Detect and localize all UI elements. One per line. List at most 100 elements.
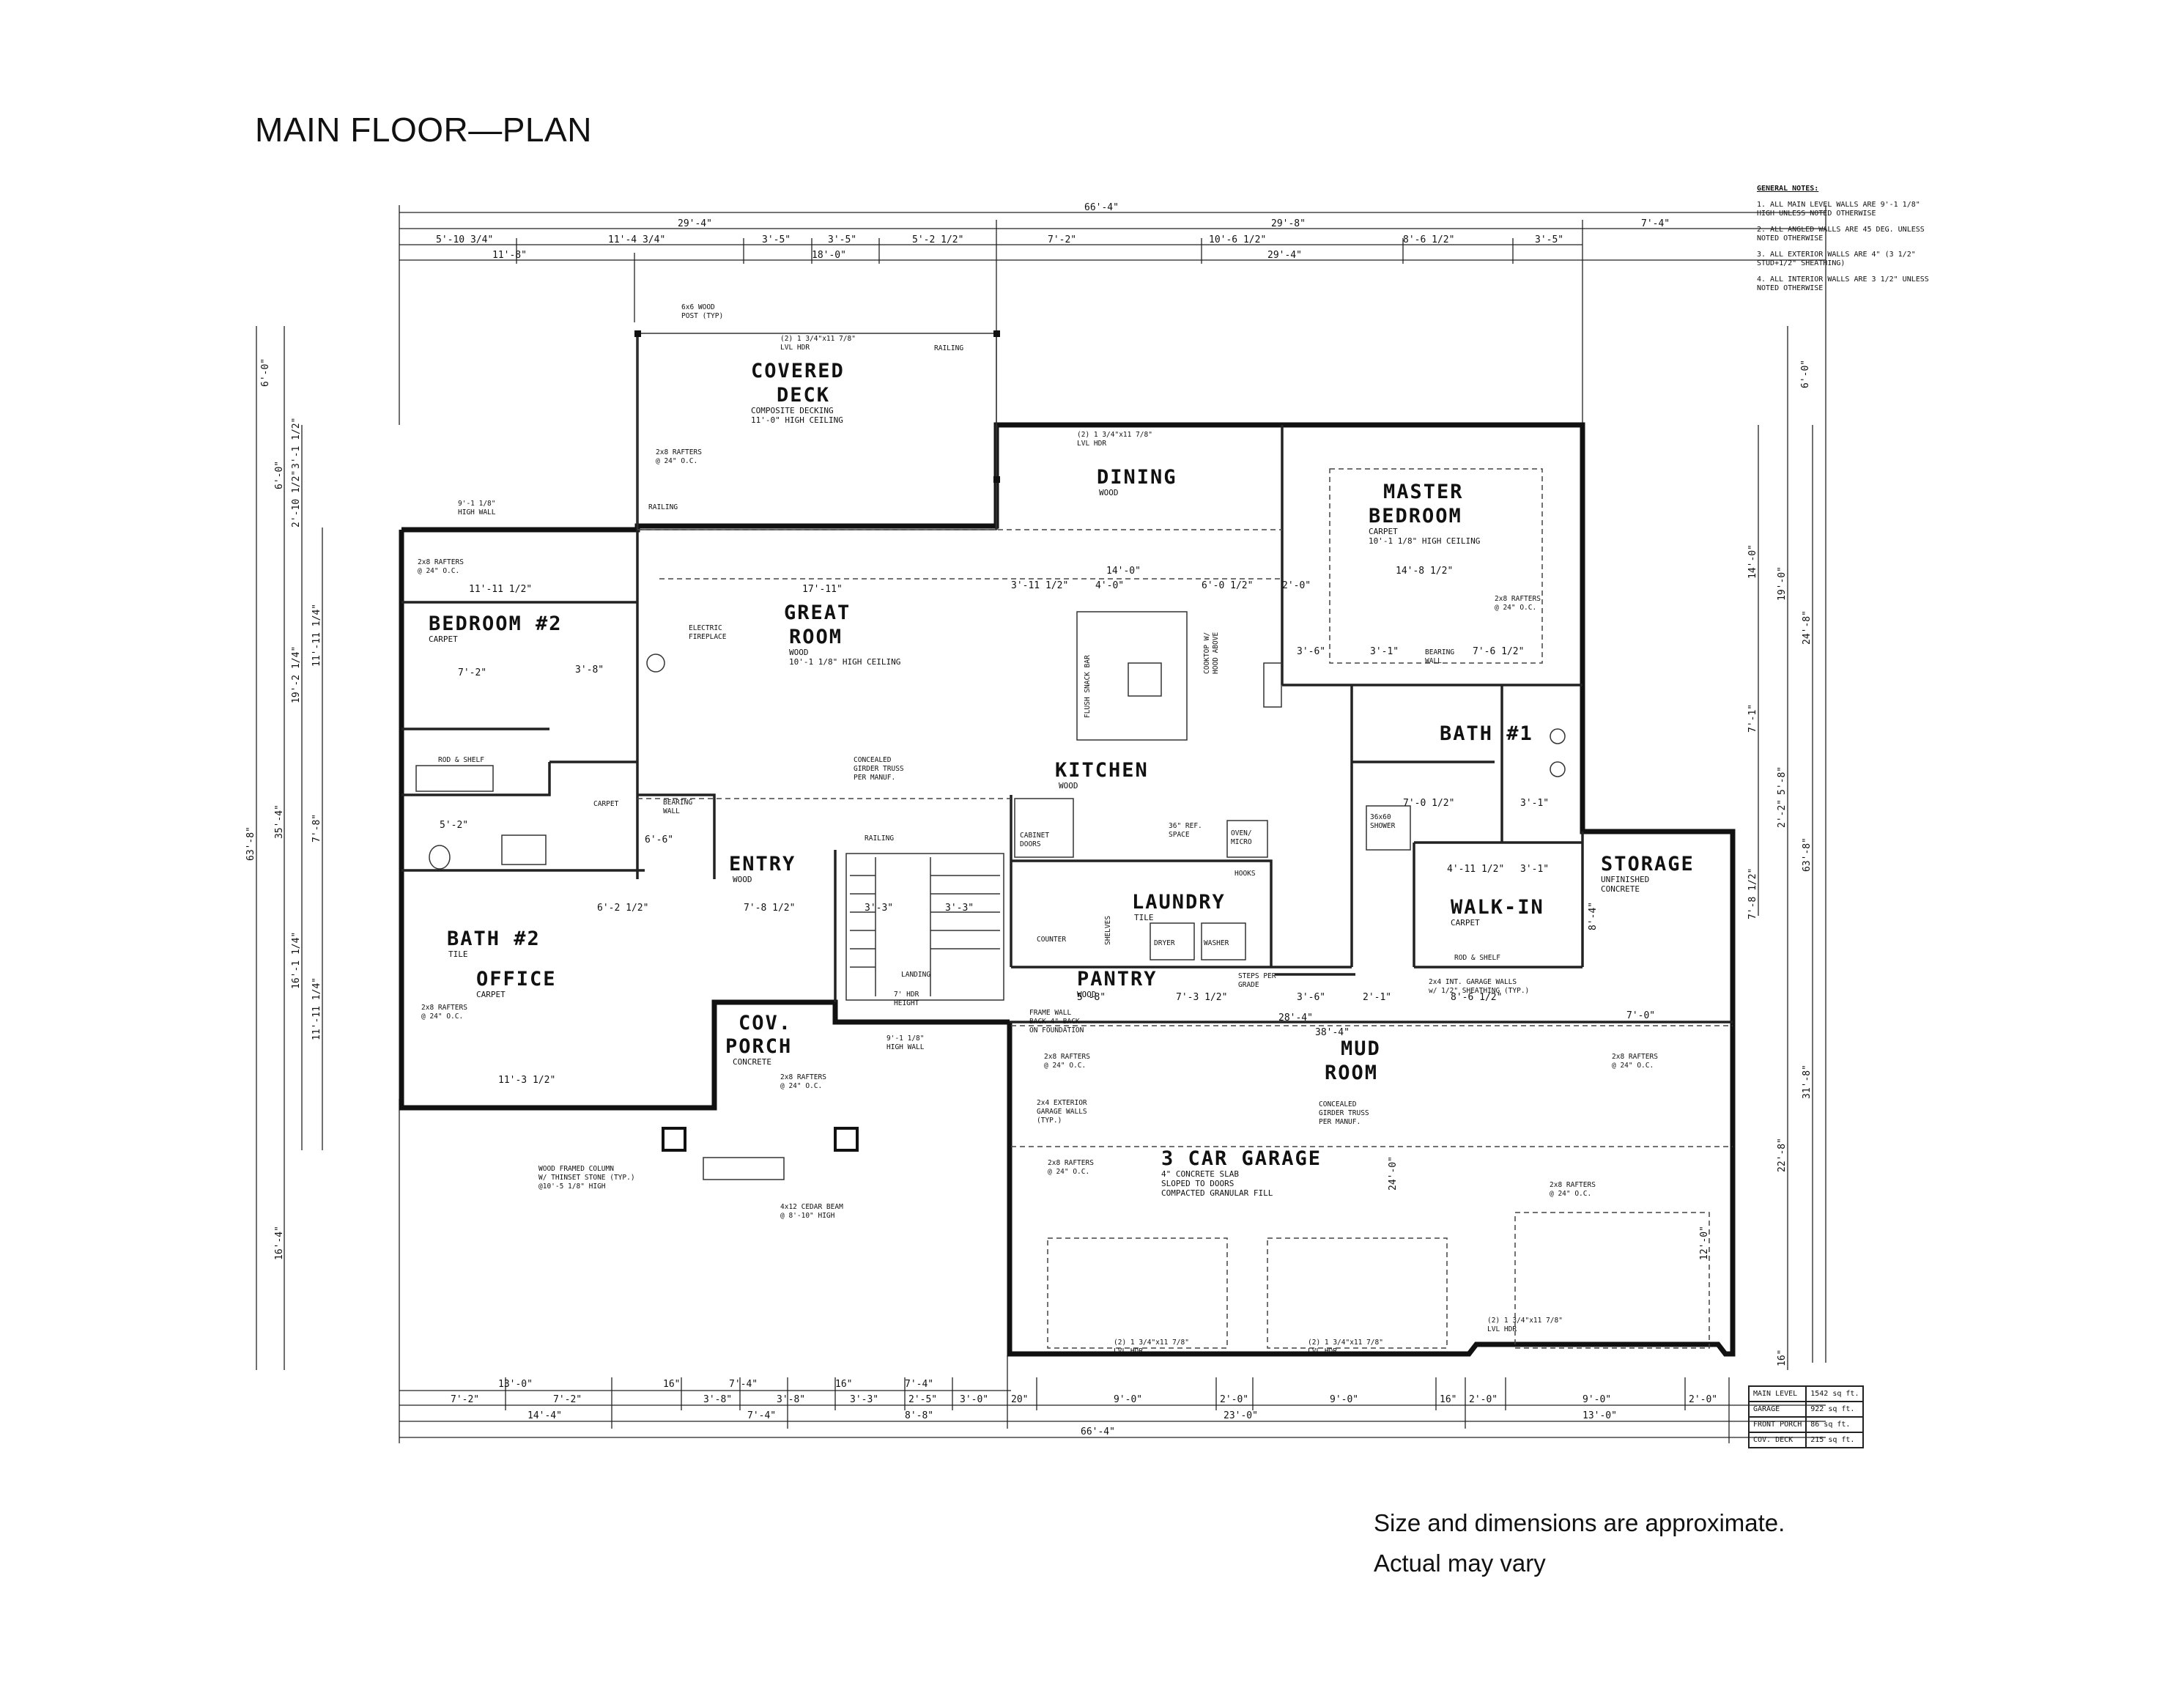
room-walk-in: WALK-IN	[1451, 896, 1544, 919]
dim-b1: 7'-0 1/2"	[1403, 798, 1454, 809]
room-storage: STORAGE	[1601, 853, 1695, 876]
dim-storage-w: 7'-0"	[1626, 1010, 1655, 1021]
note-shower-2: SHOWER	[1370, 822, 1396, 830]
room-master-sub-1: CARPET	[1369, 527, 1398, 536]
room-bath2: BATH #2	[447, 928, 541, 950]
area-value: 86 sq ft.	[1805, 1416, 1865, 1433]
dim-left-9: 16'-1 1/4"	[291, 932, 302, 989]
dim-right-8: 7'-8 1/2"	[1747, 868, 1758, 919]
note-oven-1: OVEN/	[1231, 829, 1252, 837]
note-girder-2: GIRDER TRUSS	[854, 765, 904, 773]
note-garage-walls-2: w/ 1/2" SHEATHING (TYP.)	[1429, 987, 1529, 995]
dim-left-6: 7'-8"	[311, 814, 322, 843]
area-label: MAIN LEVEL	[1747, 1385, 1807, 1402]
dim-left-2: 3'-1 1/2"	[291, 418, 302, 469]
dim-right-2: 19'-0"	[1777, 566, 1788, 601]
note-oc-porch: @ 24" O.C.	[780, 1082, 822, 1090]
area-label: GARAGE	[1747, 1401, 1807, 1418]
room-pantry-sub: WOOD	[1077, 990, 1097, 999]
dim-bot-r1-3: 16"	[835, 1379, 852, 1390]
dim-entry-w: 7'-8 1/2"	[744, 903, 795, 914]
dim-top-r3-1: 18'-0"	[812, 250, 846, 261]
table-row: FRONT PORCH 86 sq ft.	[1747, 1416, 1865, 1433]
fixtures	[415, 611, 1566, 1180]
dim-right-1: 14'-0"	[1747, 544, 1758, 579]
dim-garage-d: 24'-0"	[1388, 1156, 1399, 1191]
dim-left-8: 63'-8"	[245, 826, 256, 861]
note-landing: LANDING	[901, 971, 930, 979]
room-office: OFFICE	[476, 968, 557, 991]
dim-great-w: 17'-11"	[802, 584, 843, 595]
general-notes: GENERAL NOTES: 1. ALL MAIN LEVEL WALLS A…	[1757, 185, 1929, 300]
note-space-1: 36" REF.	[1169, 822, 1202, 830]
dim-top-r1-0: 29'-4"	[678, 218, 712, 229]
room-mud-1: MUD	[1341, 1037, 1381, 1060]
note-rafters-office: 2x8 RAFTERS	[421, 1004, 467, 1012]
note-girder-3: PER MANUF.	[854, 774, 895, 782]
note-frame-1: FRAME WALL	[1029, 1009, 1071, 1017]
dim-top-r1-2: 7'-4"	[1641, 218, 1670, 229]
room-kitchen: KITCHEN	[1055, 759, 1149, 782]
dim-e3: 6'-2 1/2"	[597, 903, 648, 914]
room-master-1: MASTER	[1383, 481, 1464, 503]
dim-top-r2-0: 5'-10 3/4"	[436, 234, 493, 245]
note-space-2: SPACE	[1169, 831, 1190, 839]
note-rafters-master: 2x8 RAFTERS	[1495, 595, 1541, 603]
note-deck-lvl-1: (2) 1 3/4"x11 7/8"	[780, 335, 856, 343]
page-title: MAIN FLOOR—PLAN	[255, 111, 592, 149]
dim-p2: 3'-6"	[1297, 992, 1325, 1003]
dim-bot-r2-1: 7'-2"	[553, 1394, 582, 1405]
note-fireplace-1: ELECTRIC	[689, 624, 722, 632]
dim-bed-a: 7'-2"	[458, 667, 486, 678]
note-rafters-bed: 2x8 RAFTERS	[418, 558, 464, 566]
dim-top-r2-1: 11'-4 3/4"	[608, 234, 665, 245]
interior-dimensions: 17'-11" 11'-11 1/2" 14'-0" 14'-8 1/2" 11…	[440, 566, 1655, 1191]
note-rafters-garage-e: 2x8 RAFTERS	[1550, 1181, 1596, 1189]
room-bedroom2-sub: CARPET	[429, 634, 458, 644]
note-bearing-m1: BEARING	[1425, 648, 1454, 656]
room-bedroom2: BEDROOM #2	[429, 612, 563, 635]
dim-top-r3-2: 29'-4"	[1267, 250, 1302, 261]
table-row: GARAGE 922 sq ft.	[1747, 1401, 1865, 1418]
room-cov-porch-1: COV.	[739, 1012, 792, 1034]
note-ext-garage-1: 2x4 EXTERIOR	[1037, 1099, 1087, 1107]
note-highwall-1: 9'-1 1/8"	[458, 500, 495, 508]
room-entry: ENTRY	[729, 853, 796, 876]
room-bath1: BATH #1	[1440, 722, 1533, 745]
note-railing-deck: RAILING	[934, 344, 963, 352]
note-girder-g3: PER MANUF.	[1319, 1118, 1361, 1126]
room-dining: DINING	[1097, 466, 1177, 489]
room-covered-deck-1: COVERED	[751, 360, 845, 382]
note-snack-bar: FLUSH SNACK BAR	[1084, 655, 1092, 718]
dim-top-r2-4: 5'-2 1/2"	[912, 234, 963, 245]
room-storage-sub-1: UNFINISHED	[1601, 875, 1649, 884]
note-column-2: W/ THINSET STONE (TYP.)	[538, 1174, 635, 1182]
bottom-dimensions: 13'-0" 16" 7'-4" 16" 7'-4" 7'-2" 7'-2" 3…	[399, 1099, 1826, 1443]
dim-e1: 6'-6"	[645, 834, 673, 845]
area-value: 1542 sq ft.	[1805, 1385, 1865, 1402]
dim-top-r2-6: 10'-6 1/2"	[1209, 234, 1266, 245]
room-great-sub-1: WOOD	[789, 648, 809, 657]
note-rafters-porch: 2x8 RAFTERS	[780, 1073, 826, 1081]
note-ext-garage-3: (TYP.)	[1037, 1117, 1062, 1125]
note-rod-shelf-bed: ROD & SHELF	[438, 756, 484, 764]
dim-p1: 5'-8"	[1077, 992, 1106, 1003]
note-rafters-mud: 2x8 RAFTERS	[1044, 1053, 1090, 1061]
left-dimensions: 6'-0" 6'-0" 3'-1 1/2" 2'-10 1/2" 11'-11 …	[245, 326, 323, 1370]
note-garage-lvl2-2: LVL HDR	[1308, 1347, 1337, 1355]
note-garage-lvl3-2: LVL HDR	[1487, 1325, 1517, 1333]
dim-bot-r1-2: 7'-4"	[729, 1379, 758, 1390]
dim-e2: 5'-2"	[440, 820, 468, 831]
dim-top-r3-0: 11'-8"	[492, 250, 527, 261]
disclaimer-line-1: Size and dimensions are approximate.	[1374, 1509, 1785, 1536]
note-counter: COUNTER	[1037, 936, 1066, 944]
note-bearing-2: WALL	[663, 807, 680, 815]
dim-bot-r2-12: 2'-0"	[1469, 1394, 1498, 1405]
dim-right-3: 24'-8"	[1802, 610, 1813, 645]
note-highwall-2: HIGH WALL	[458, 508, 496, 517]
note-garage-lvl-2: LVL HDR	[1114, 1347, 1143, 1355]
room-master-sub-2: 10'-1 1/8" HIGH CEILING	[1369, 536, 1480, 546]
dim-kitchen-w: 14'-0"	[1106, 566, 1141, 577]
note-garage-lvl3-1: (2) 1 3/4"x11 7/8"	[1487, 1317, 1563, 1325]
